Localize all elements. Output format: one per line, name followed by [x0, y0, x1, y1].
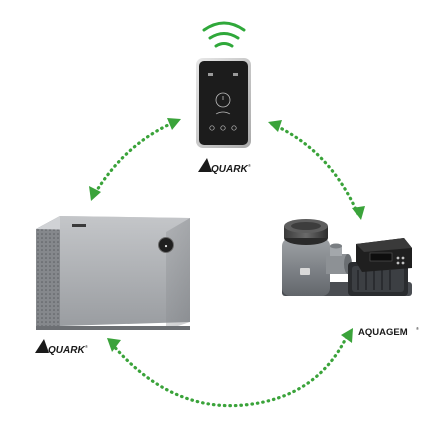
arrow-controller-pump	[270, 122, 360, 216]
controller-dial-icon	[215, 92, 231, 108]
arrowhead-pump-bottom-side	[341, 328, 353, 343]
controller-power-icon	[209, 125, 215, 131]
arrowhead-controller-side-right	[268, 120, 282, 132]
svg-text:QUARK: QUARK	[48, 345, 85, 356]
arrowhead-heatpump-side	[89, 186, 101, 201]
arrowhead-controller-side-left	[167, 118, 181, 130]
arrow-controller-heatpump	[92, 119, 179, 197]
controller-brand-logo: QUARK ®	[198, 158, 251, 175]
svg-text:QUARK: QUARK	[211, 164, 248, 175]
wifi-icon	[202, 21, 246, 48]
smart-controller	[196, 58, 251, 148]
svg-text:®: ®	[248, 163, 251, 168]
heatpump-display-icon	[158, 237, 174, 253]
connection-arrows	[89, 118, 365, 408]
arrow-heatpump-pump	[110, 332, 350, 408]
controller-mode-icon	[220, 125, 226, 131]
pump-display-icon	[369, 252, 393, 262]
heat-pump-unit: ●	[36, 216, 190, 330]
arrowhead-heatpump-bottom-side	[107, 338, 121, 352]
svg-text:®: ®	[85, 344, 88, 349]
pool-pump-unit	[282, 219, 412, 296]
heatpump-brand-logo: QUARK ®	[35, 339, 88, 356]
arrowhead-pump-top-side	[352, 206, 365, 220]
controller-settings-icon	[231, 125, 237, 131]
svg-text:●: ●	[164, 244, 167, 250]
pump-brand-logo: AQUAGEM ®	[358, 326, 419, 338]
svg-text:®: ®	[416, 326, 419, 331]
svg-text:AQUAGEM: AQUAGEM	[358, 327, 408, 338]
